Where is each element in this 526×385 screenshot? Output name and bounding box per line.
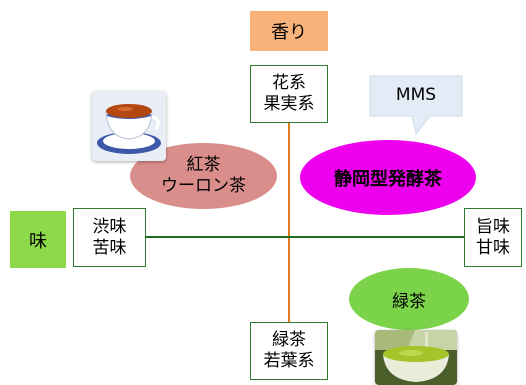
quadrant-box-bottom: 緑茶 若葉系 bbox=[250, 322, 328, 380]
quadrant-left-line1: 渋味 bbox=[92, 216, 127, 237]
taste-axis-title: 味 bbox=[10, 211, 66, 268]
green-tea-cup-icon bbox=[375, 330, 457, 385]
green-tea-ellipse: 緑茶 bbox=[349, 268, 469, 330]
quadrant-right-line1: 旨味 bbox=[476, 216, 510, 237]
quadrant-left-line2: 苦味 bbox=[92, 237, 127, 258]
green-tea-label: 緑茶 bbox=[392, 291, 426, 312]
mms-callout-label: MMS bbox=[395, 85, 437, 105]
taste-axis-label: 味 bbox=[29, 230, 47, 252]
quadrant-box-top: 花系 果実系 bbox=[250, 65, 328, 123]
quadrant-bottom-line2: 若葉系 bbox=[263, 351, 315, 371]
red-tea-line2: ウーロン茶 bbox=[161, 176, 246, 196]
shizuoka-label: 静岡型発酵茶 bbox=[334, 168, 442, 190]
aroma-axis-label: 香り bbox=[271, 22, 307, 43]
mms-callout bbox=[369, 75, 463, 136]
quadrant-bottom-line1: 緑茶 bbox=[272, 330, 306, 350]
green-tea-cup-photo bbox=[375, 330, 457, 385]
quadrant-box-left: 渋味 苦味 bbox=[73, 208, 146, 267]
quadrant-top-line2: 果実系 bbox=[263, 94, 315, 114]
quadrant-top-line1: 花系 bbox=[272, 73, 306, 93]
teacup-icon bbox=[92, 91, 166, 161]
red-tea-line1: 紅茶 bbox=[186, 155, 221, 175]
aroma-axis-line bbox=[288, 122, 290, 322]
shizuoka-fermented-tea-ellipse: 静岡型発酵茶 bbox=[300, 140, 476, 215]
quadrant-box-right: 旨味 甘味 bbox=[464, 208, 522, 267]
mms-callout-text-area: MMS bbox=[370, 76, 462, 114]
teacup-photo bbox=[92, 91, 166, 161]
mms-callout-bubble bbox=[369, 75, 463, 136]
quadrant-right-line2: 甘味 bbox=[476, 237, 510, 258]
taste-axis-line bbox=[146, 236, 464, 238]
aroma-axis-title: 香り bbox=[250, 11, 328, 51]
